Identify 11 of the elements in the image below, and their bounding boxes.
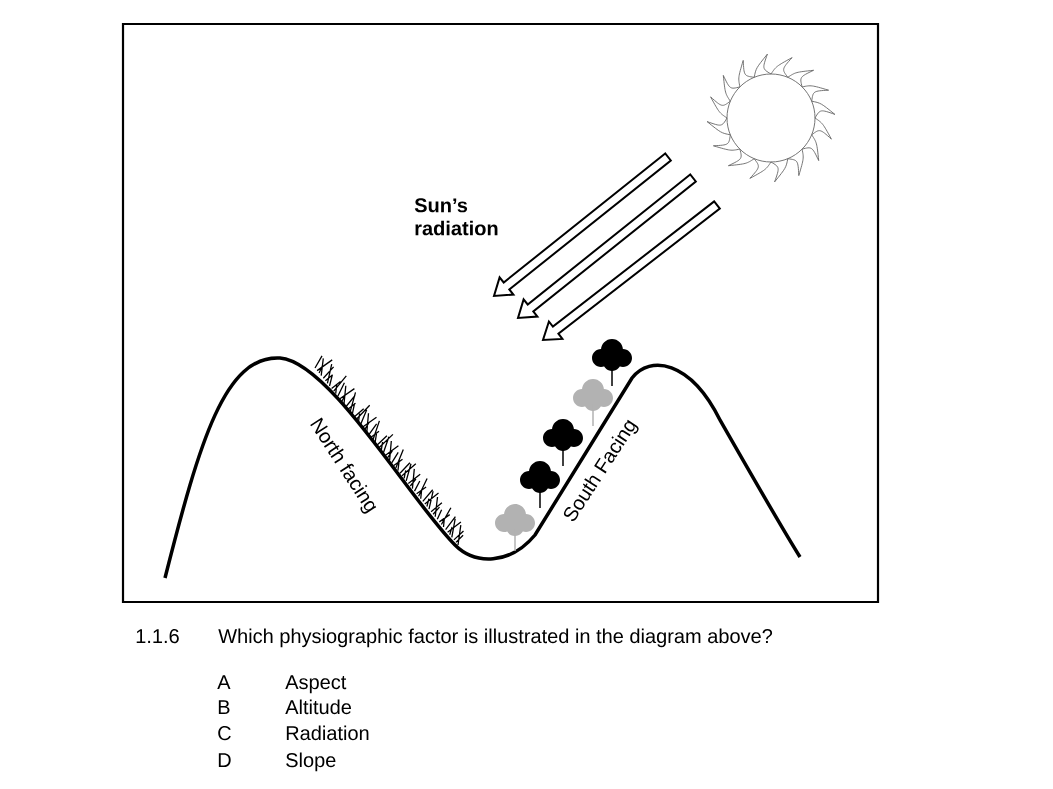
question-text: Which physiographic factor is illustrated in the diagram above? <box>218 628 773 648</box>
option-text: Radiation <box>286 725 369 741</box>
label: Sun’s radiation <box>414 198 498 236</box>
option-letter: D <box>218 753 231 767</box>
option-letter: B <box>218 700 230 714</box>
option-letter: A <box>217 675 231 689</box>
option-text: Slope <box>286 752 336 772</box>
option-text: Aspect <box>285 675 347 694</box>
option-letter: C <box>218 726 231 741</box>
question-number: 1.1.6 <box>136 629 179 644</box>
option-text: Altitude <box>285 699 351 715</box>
